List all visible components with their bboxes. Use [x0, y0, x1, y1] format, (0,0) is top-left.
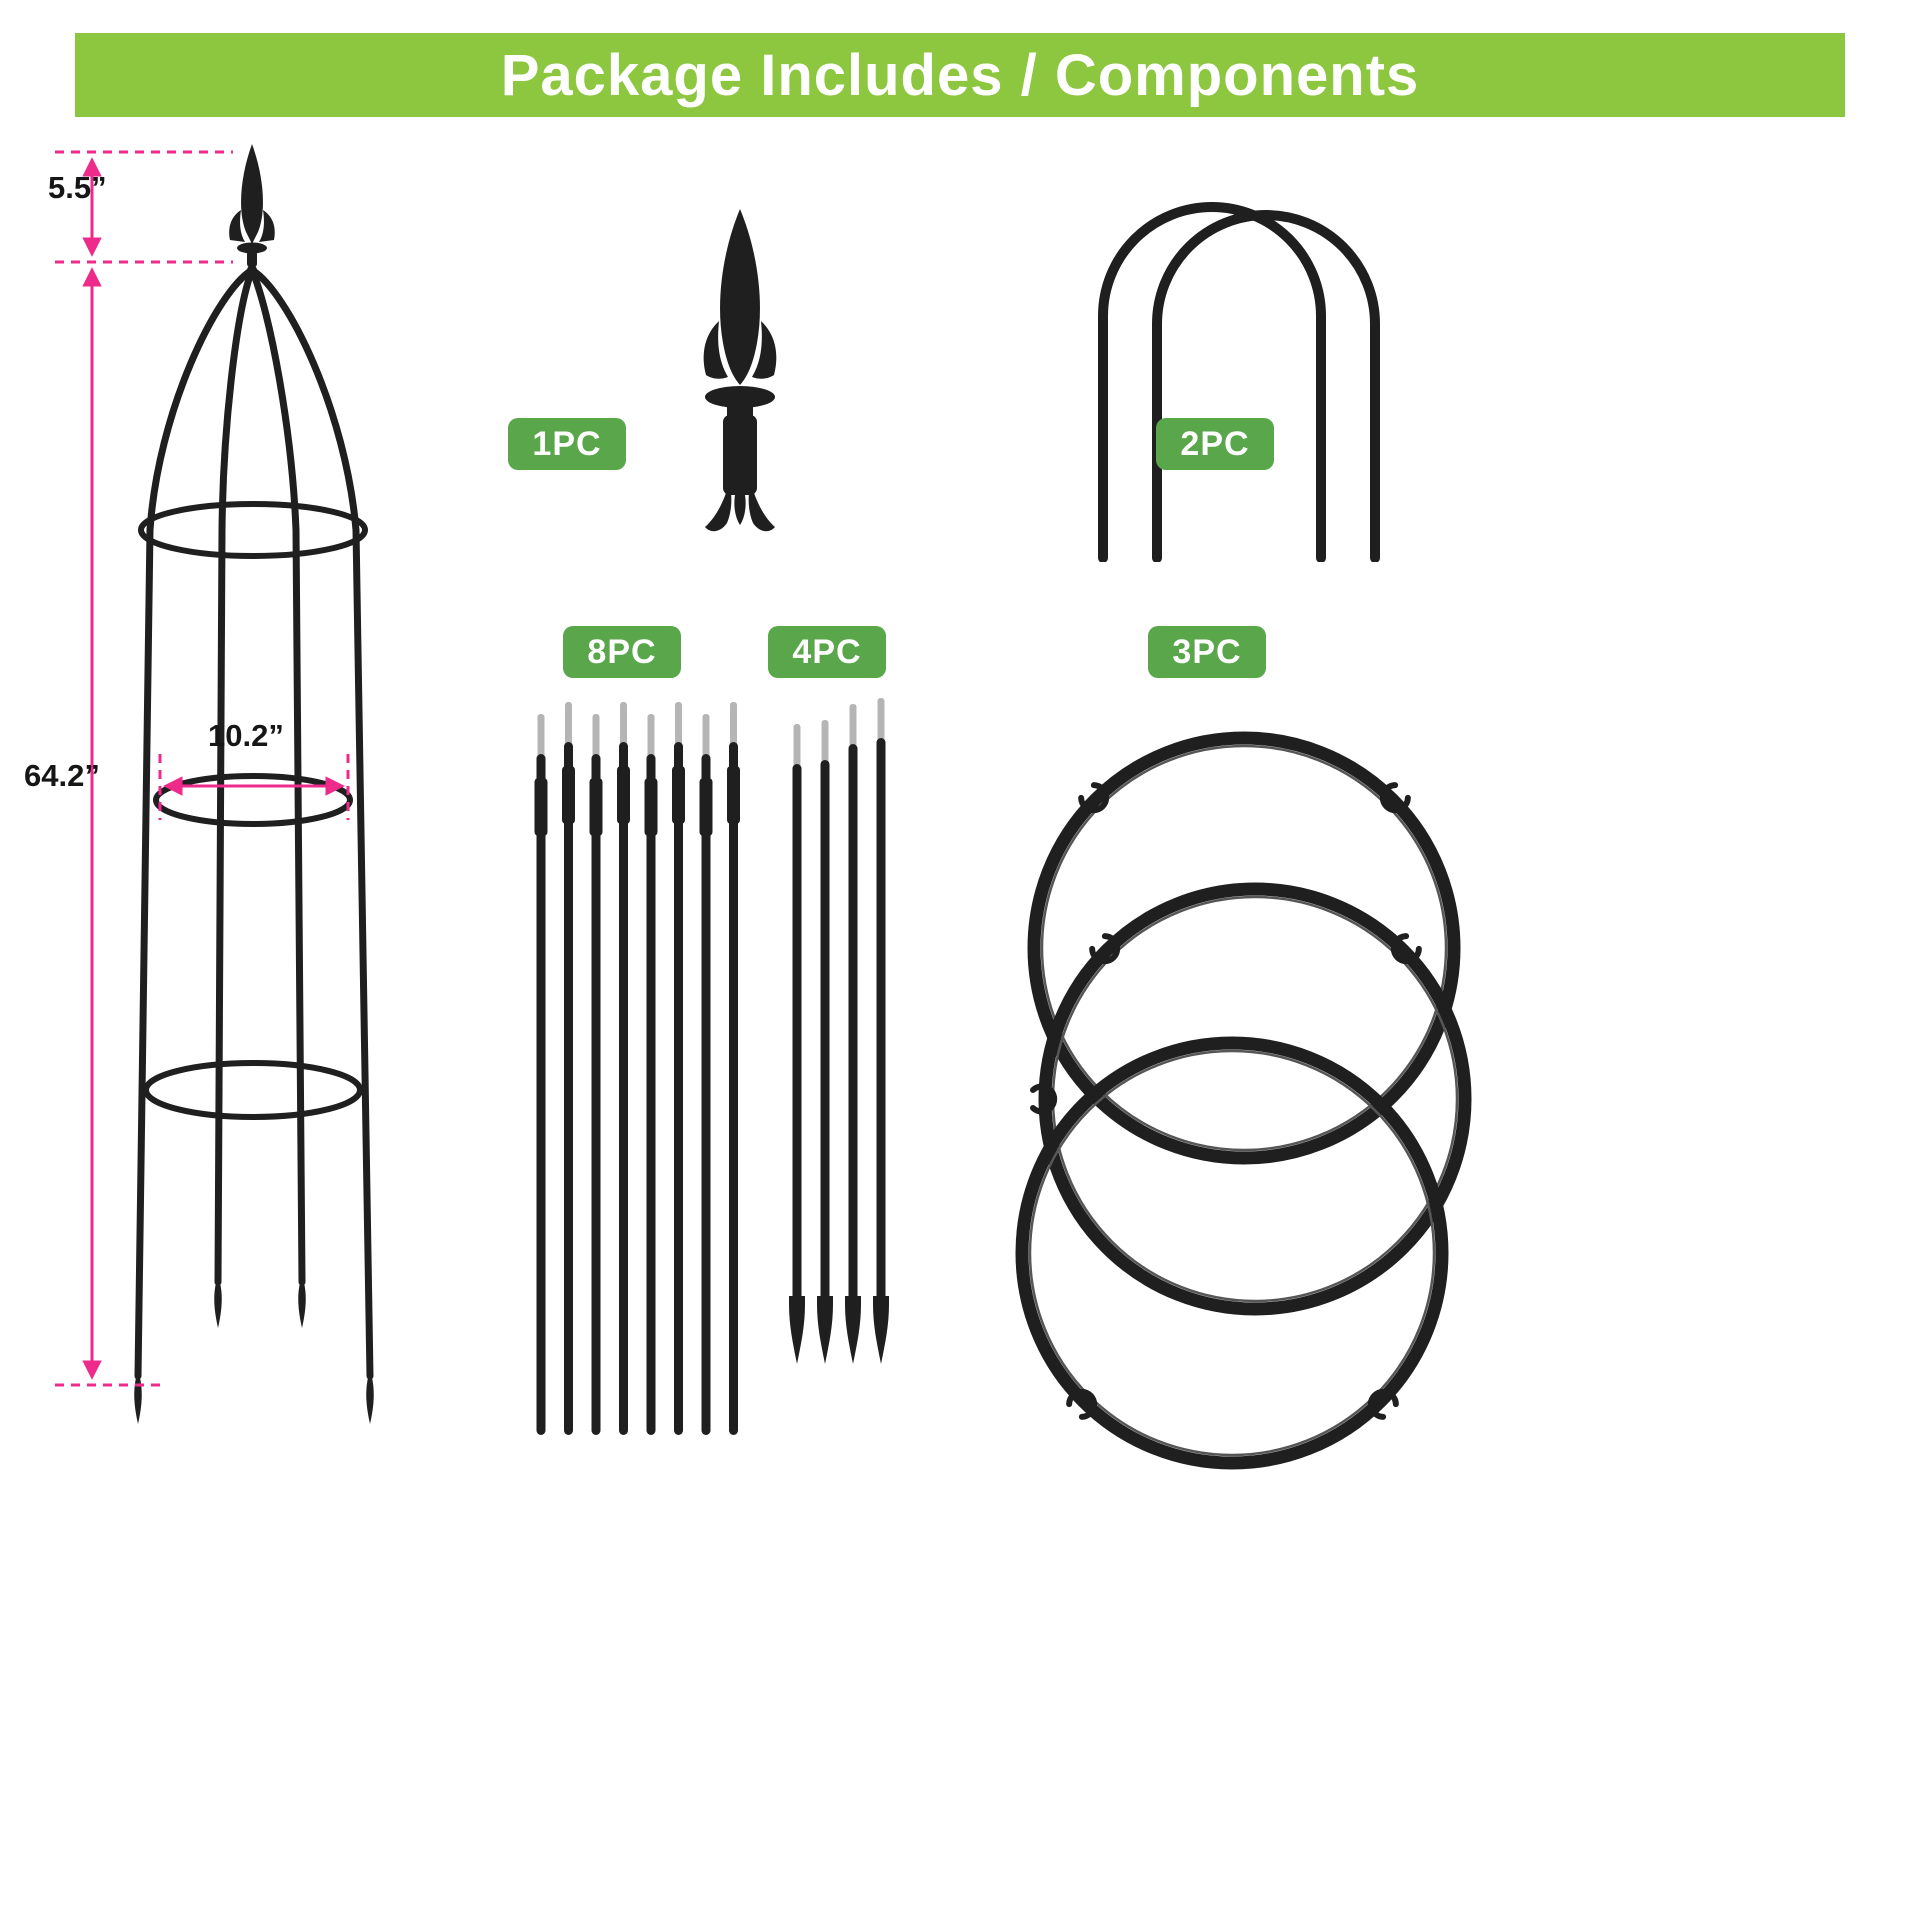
trellis-finial	[134, 144, 374, 1424]
obelisk-trellis-diagram	[55, 144, 374, 1424]
trellis-dome	[134, 266, 374, 1380]
ring-middle	[1030, 882, 1472, 1316]
stake-pole	[789, 698, 889, 1364]
ring-top	[1027, 731, 1461, 1165]
connector-poles-illustration	[534, 702, 740, 1435]
ring-bottom	[1015, 1036, 1449, 1470]
count-badge-stake-poles: 4PC	[768, 626, 886, 678]
dimension-label-finial-height: 5.5”	[48, 170, 107, 205]
arch-hoops-illustration	[1098, 202, 1380, 562]
count-badge-long-poles: 8PC	[563, 626, 681, 678]
ground-stake-poles-illustration	[789, 698, 889, 1364]
count-badge-arches: 2PC	[1156, 418, 1274, 470]
count-badge-rings: 3PC	[1148, 626, 1266, 678]
count-badge-finial: 1PC	[508, 418, 626, 470]
page-title: Package Includes / Components	[500, 42, 1420, 108]
support-rings-illustration	[1015, 731, 1472, 1470]
dimension-lines	[55, 150, 350, 1387]
trellis-rings	[138, 501, 368, 1120]
pole	[534, 702, 740, 1435]
header-banner: Package Includes / Components	[75, 33, 1845, 117]
dimension-label-total-height: 64.2”	[24, 758, 100, 793]
finial-topper-illustration	[703, 209, 777, 532]
dimension-label-ring-diameter: 10.2”	[208, 718, 284, 753]
